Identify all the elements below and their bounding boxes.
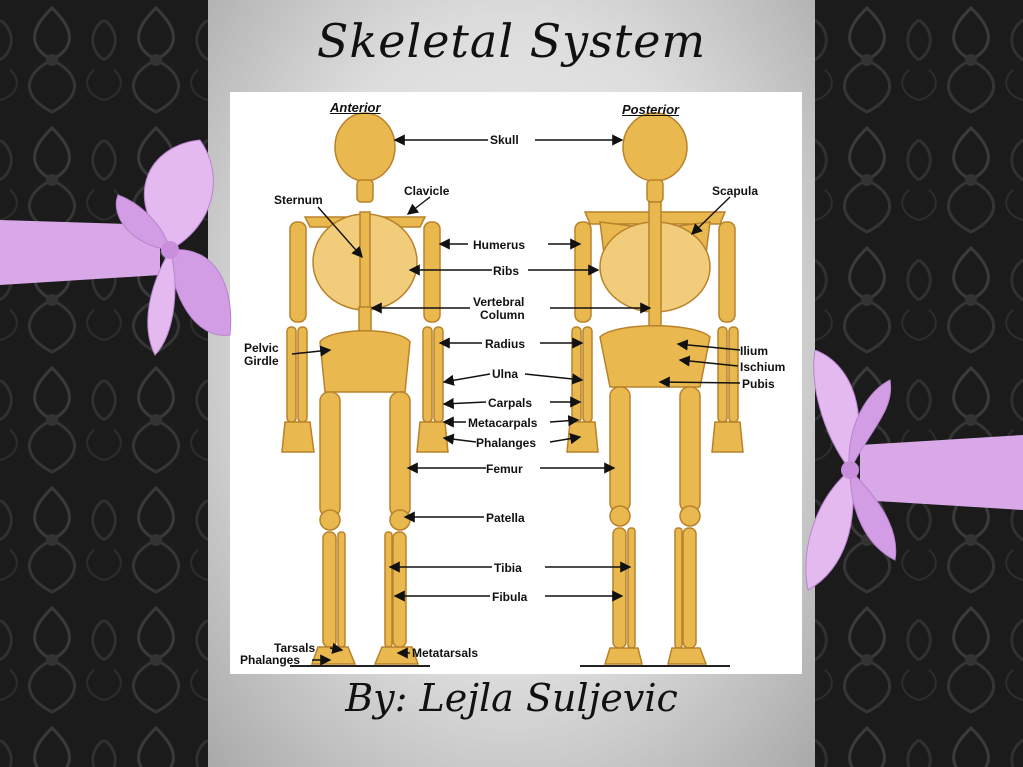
label-phalanges-hand: Phalanges bbox=[476, 436, 537, 450]
label-scapula: Scapula bbox=[712, 184, 759, 198]
label-femur: Femur bbox=[486, 462, 523, 476]
slide-author: By: Lejla Suljevic bbox=[345, 676, 678, 720]
label-metatarsals: Metatarsals bbox=[412, 646, 479, 660]
label-ilium: Ilium bbox=[740, 344, 769, 358]
label-humerus: Humerus bbox=[473, 238, 526, 252]
skeleton-diagram: Anterior Posterior Skull Sternum Clavicl… bbox=[230, 92, 802, 674]
label-ulna: Ulna bbox=[492, 367, 519, 381]
damask-panel-left bbox=[0, 0, 208, 767]
label-column: Column bbox=[480, 308, 525, 322]
label-tarsals: Tarsals bbox=[274, 641, 316, 655]
label-pelvic: Pelvic bbox=[244, 341, 279, 355]
slide-title: Skeletal System bbox=[316, 14, 707, 68]
label-girdle: Girdle bbox=[244, 354, 279, 368]
label-sternum: Sternum bbox=[274, 193, 323, 207]
label-tibia: Tibia bbox=[494, 561, 522, 575]
ribbon-bow-right-icon bbox=[805, 350, 1023, 591]
label-ribs: Ribs bbox=[493, 264, 520, 278]
label-pubis: Pubis bbox=[742, 377, 775, 391]
label-patella: Patella bbox=[486, 511, 525, 525]
label-carpals: Carpals bbox=[488, 396, 533, 410]
label-radius: Radius bbox=[485, 337, 526, 351]
label-clavicle: Clavicle bbox=[404, 184, 450, 198]
label-phalanges-foot: Phalanges bbox=[240, 653, 301, 667]
view-label-anterior: Anterior bbox=[330, 100, 381, 115]
label-fibula: Fibula bbox=[492, 590, 528, 604]
label-ischium: Ischium bbox=[740, 360, 786, 374]
label-vertebral: Vertebral bbox=[473, 295, 525, 309]
label-skull: Skull bbox=[490, 133, 519, 147]
label-metacarpals: Metacarpals bbox=[468, 416, 538, 430]
view-label-posterior: Posterior bbox=[622, 102, 680, 117]
ribbon-bow-left-icon bbox=[0, 139, 232, 356]
skeleton-drawing bbox=[281, 112, 744, 667]
